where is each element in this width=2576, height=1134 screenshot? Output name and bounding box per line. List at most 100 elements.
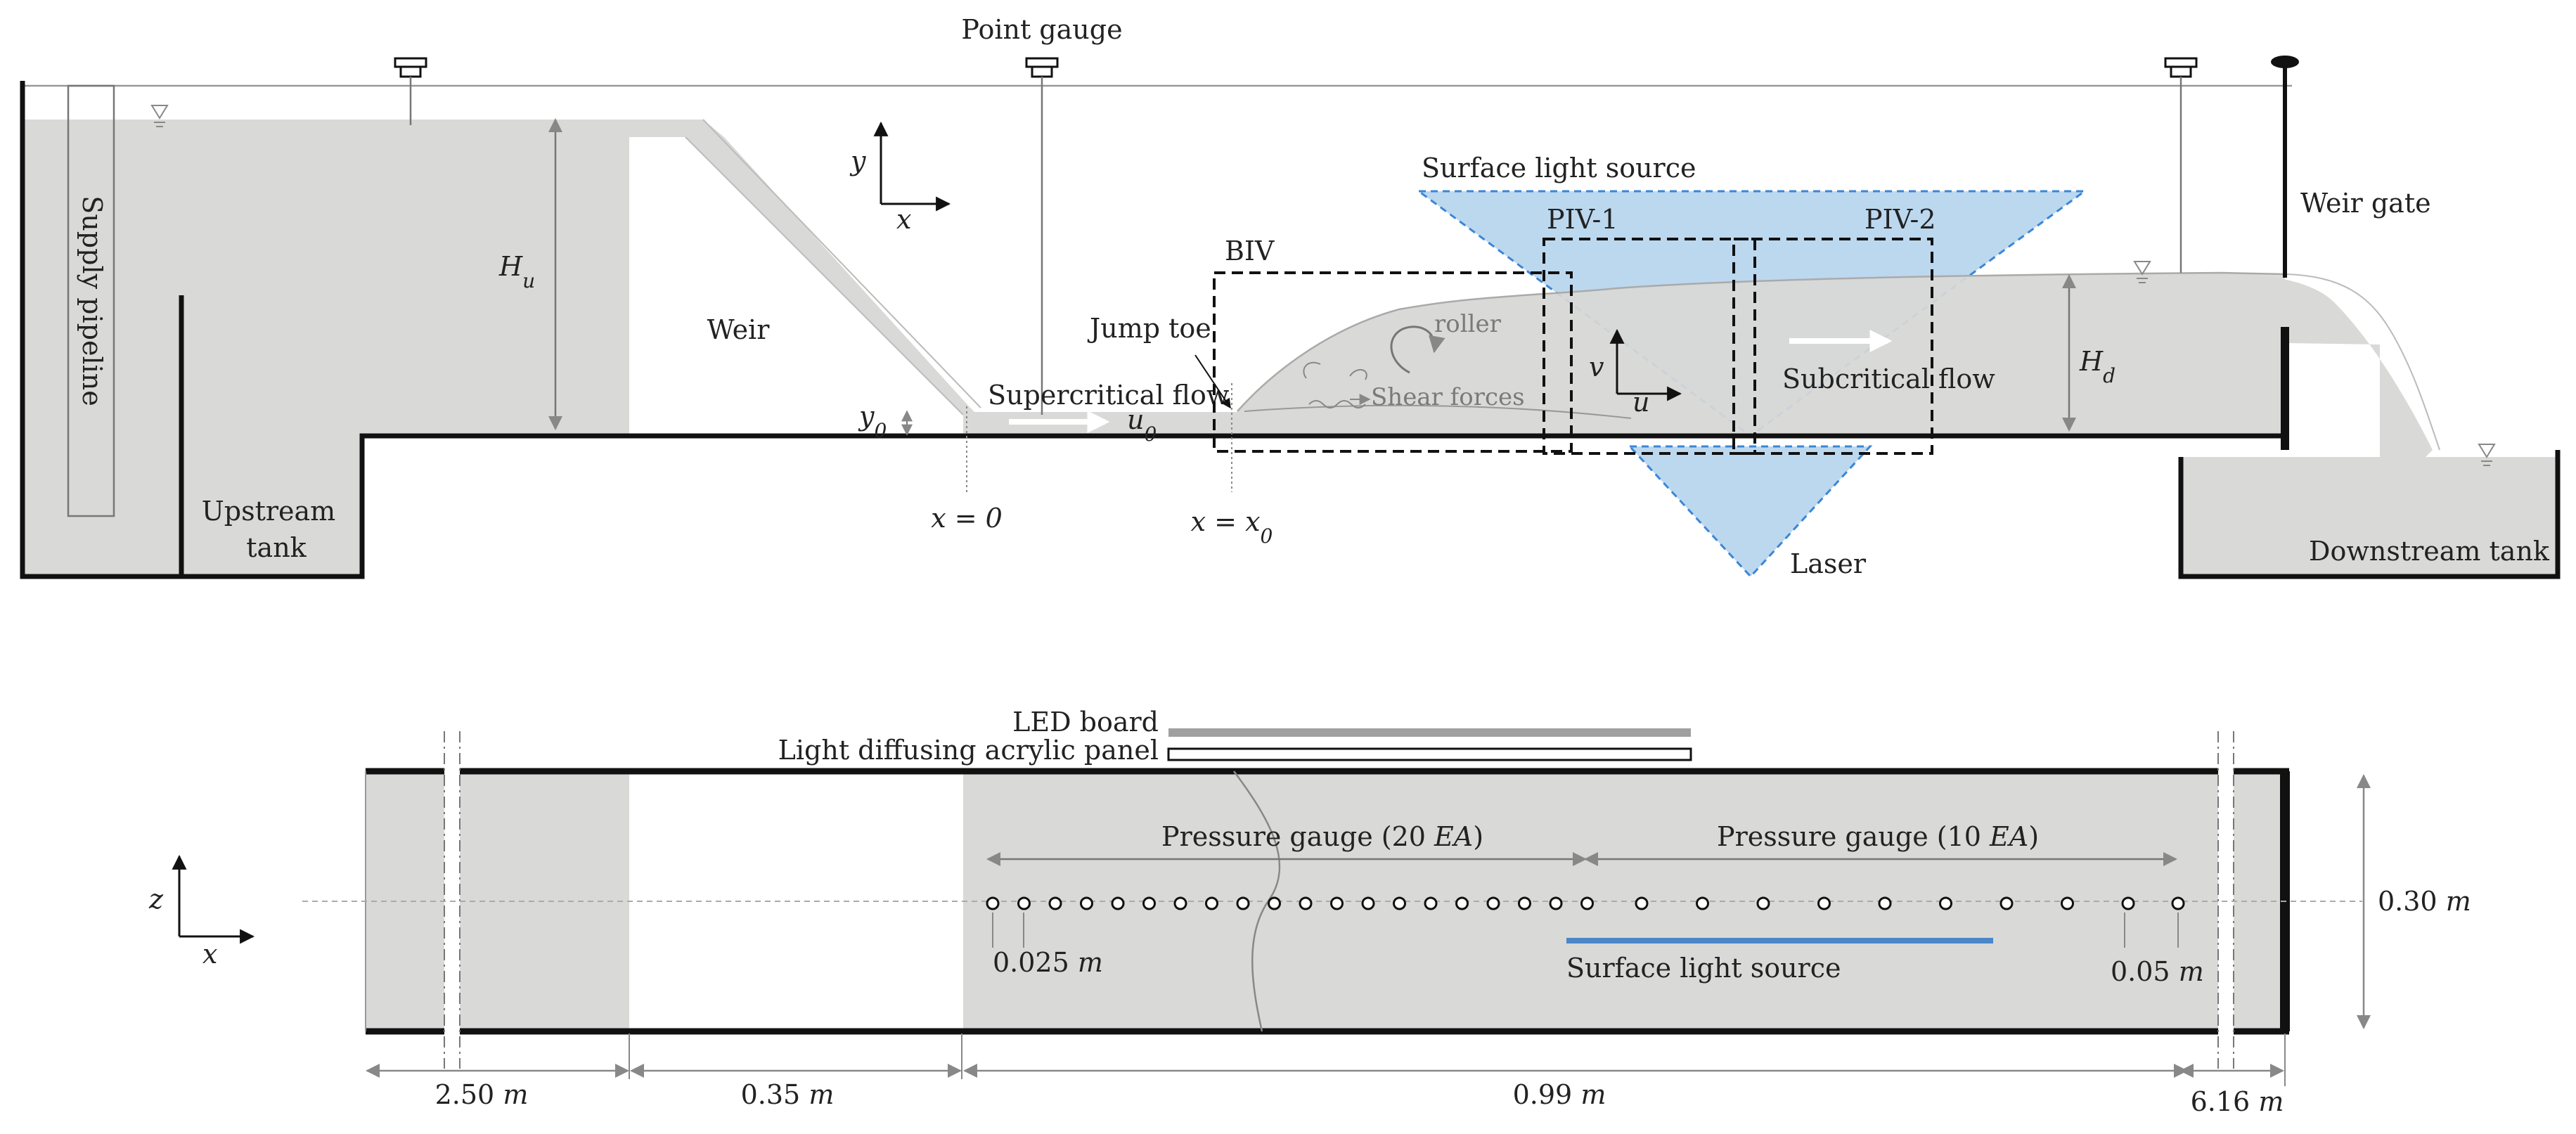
pressure-gauge-port — [1299, 896, 1313, 910]
uv-axes-icon: v u — [1589, 328, 1682, 418]
pressure-gauge-port — [1486, 896, 1500, 910]
supercritical-flow-label: Supercritical flow — [988, 380, 1230, 411]
small-swirl-icon — [1303, 361, 1367, 380]
svg-text:x: x — [896, 204, 911, 235]
pressure-gauge-port — [1424, 896, 1438, 910]
svg-text:z: z — [148, 884, 164, 915]
roller-swirl-icon — [1390, 326, 1445, 374]
shear-forces-label: Shear forces — [1371, 383, 1525, 411]
spill-curve — [2284, 273, 2440, 451]
hu-label: Hu — [498, 251, 535, 292]
dimension-0-99: 0.99 m — [1513, 1079, 1606, 1110]
point-gauge-label: Point gauge — [961, 14, 1122, 45]
weir-chute-outline — [685, 119, 981, 415]
pressure-gauge-port — [1635, 896, 1649, 910]
water-level-symbol-downstream — [2133, 261, 2151, 283]
biv-label: BIV — [1225, 236, 1275, 266]
downstream-tank-water — [2181, 457, 2558, 576]
free-surface — [1237, 271, 2286, 412]
laser-label: Laser — [1790, 548, 1867, 579]
piv1-window — [1543, 238, 1756, 455]
acrylic-panel-label: Light diffusing acrylic panel — [778, 735, 1159, 766]
pressure-gauge-port — [1268, 896, 1281, 910]
spacing-1-label: 0.025 m — [993, 947, 1103, 978]
gauge-10-label: Pressure gauge (10 EA) — [1717, 821, 2039, 852]
pressure-gauge-port — [1580, 896, 1594, 910]
water-level-symbol-upstream — [150, 105, 169, 127]
hd-label: Hd — [2079, 346, 2115, 387]
upstream-tank-wall — [20, 81, 2285, 579]
side-view: Supply pipeline Point gauge — [20, 14, 2561, 579]
weir-block — [629, 137, 963, 436]
pressure-gauge-port — [986, 896, 1000, 910]
supply-pipeline-label: Supply pipeline — [77, 195, 108, 406]
plan-upstream-section — [366, 771, 629, 1031]
pressure-gauge-port — [2061, 896, 2074, 910]
subcritical-flow-label: Subcritical flow — [1782, 363, 1995, 394]
jump-water-over-cone — [1237, 273, 2285, 436]
piv2-window — [1732, 238, 1933, 455]
pressure-gauge-port — [1393, 896, 1406, 910]
shear-wave-icon — [1308, 400, 1366, 408]
pressure-gauge-port — [1017, 896, 1031, 910]
point-gauge-1 — [394, 57, 427, 125]
pressure-gauge-port — [1939, 896, 1952, 910]
weir-gate-label: Weir gate — [2300, 188, 2431, 219]
break-mark-right — [2217, 731, 2234, 1069]
downstream-tank-wall — [2178, 450, 2561, 579]
svg-text:y: y — [849, 146, 866, 176]
laser-cone — [1627, 445, 1873, 579]
x-eq-0-label: x = 0 — [931, 503, 1003, 534]
gauge-20-label: Pressure gauge (20 EA) — [1161, 821, 1483, 852]
shear-layer — [1244, 404, 1632, 419]
pressure-gauge-port — [1205, 896, 1218, 910]
pressure-gauge-port — [1999, 896, 2014, 910]
pressure-gauge-port — [1549, 896, 1563, 910]
piv2-label: PIV-2 — [1865, 204, 1936, 235]
pressure-gauge-port — [1080, 896, 1093, 910]
break-mark-left — [444, 731, 461, 1069]
xy-axes-icon: y x — [849, 121, 951, 235]
u0-label: u0 — [1127, 404, 1157, 446]
pressure-gauge-row — [986, 896, 2185, 910]
acrylic-panel — [1167, 747, 1692, 761]
pressure-gauge-port — [1361, 896, 1375, 910]
pressure-gauge-port — [2121, 896, 2135, 910]
jump-toe-pointer — [1194, 354, 1231, 409]
pressure-gauge-port — [2171, 896, 2185, 910]
x-eq-x0-label: x = x0 — [1191, 506, 1273, 548]
pressure-gauge-port — [1817, 896, 1831, 910]
svg-text:u: u — [1632, 387, 1649, 418]
pressure-gauge-port — [1236, 896, 1250, 910]
led-board-label: LED board — [1012, 707, 1159, 737]
pressure-gauge-port — [1455, 896, 1469, 910]
supply-pipeline — [67, 84, 115, 517]
point-gauge-2 — [1025, 57, 1059, 415]
piv1-label: PIV-1 — [1547, 204, 1618, 235]
zx-axes-icon: z x — [148, 854, 255, 969]
pressure-gauge-port — [1173, 896, 1187, 910]
plan-surface-light-source-label: Surface light source — [1566, 953, 1841, 984]
svg-text:x: x — [202, 939, 217, 969]
weir-label: Weir — [707, 314, 771, 345]
biv-window — [1213, 271, 1573, 453]
water-level-symbol-tank — [2478, 444, 2496, 466]
jump-toe-label: Jump toe — [1087, 313, 1211, 344]
pressure-gauge-port — [1330, 896, 1344, 910]
pressure-gauge-port — [1111, 896, 1125, 910]
point-gauge-3 — [2164, 57, 2198, 273]
plan-view: LED board Light diffusing acrylic panel — [148, 707, 2471, 1117]
upstream-tank-label: Upstream tank — [202, 496, 344, 563]
y0-label: y0 — [858, 401, 887, 442]
pressure-gauge-port — [1518, 896, 1531, 910]
roller-label: roller — [1434, 310, 1502, 338]
pressure-gauge-port — [1048, 896, 1062, 910]
surface-light-source-label: Surface light source — [1422, 153, 1696, 183]
pressure-gauge-port — [1756, 896, 1770, 910]
dimension-0-35: 0.35 m — [741, 1079, 835, 1110]
pressure-gauge-port — [1878, 896, 1892, 910]
dimension-2-50: 2.50 m — [435, 1079, 529, 1110]
svg-text:v: v — [1589, 352, 1604, 382]
